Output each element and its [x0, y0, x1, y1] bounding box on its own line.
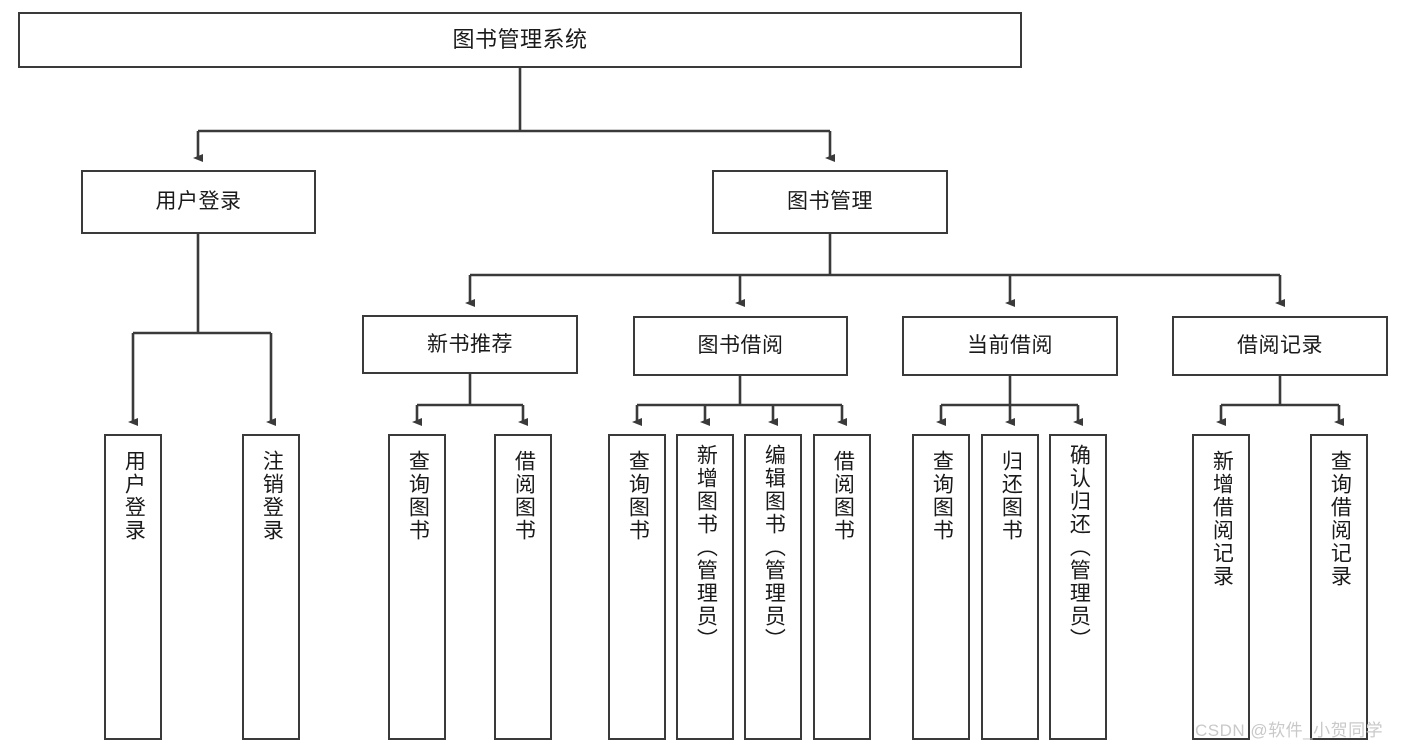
leaf-return-book-label: 归还图书 [999, 450, 1023, 542]
leaf-borrow-book[interactable]: 借阅图书 [813, 434, 871, 740]
leaf-query-book-current[interactable]: 查询图书 [912, 434, 970, 740]
leaf-edit-book-admin[interactable]: 编辑图书（管理员） [744, 434, 802, 740]
node-new-book-recommend-label: 新书推荐 [427, 332, 513, 356]
leaf-user-login[interactable]: 用户登录 [104, 434, 162, 740]
node-user-login[interactable]: 用户登录 [81, 170, 316, 234]
node-new-book-recommend[interactable]: 新书推荐 [362, 315, 578, 374]
node-book-management-label: 图书管理 [787, 190, 873, 214]
leaf-confirm-return-admin[interactable]: 确认归还（管理员） [1049, 434, 1107, 740]
leaf-logout[interactable]: 注销登录 [242, 434, 300, 740]
leaf-add-book-admin-label: 新增图书（管理员） [694, 444, 718, 651]
leaf-logout-label: 注销登录 [260, 450, 284, 542]
leaf-return-book[interactable]: 归还图书 [981, 434, 1039, 740]
node-user-login-label: 用户登录 [155, 190, 242, 214]
leaf-borrow-book-recommend-label: 借阅图书 [512, 450, 536, 542]
leaf-query-book-borrow-label: 查询图书 [626, 450, 650, 542]
leaf-query-borrow-record-label: 查询借阅记录 [1328, 450, 1352, 588]
leaf-query-book-borrow[interactable]: 查询图书 [608, 434, 666, 740]
leaf-add-book-admin[interactable]: 新增图书（管理员） [676, 434, 734, 740]
node-current-borrow-label: 当前借阅 [967, 334, 1053, 358]
leaf-user-login-label: 用户登录 [122, 450, 146, 542]
node-book-borrow[interactable]: 图书借阅 [633, 316, 848, 376]
node-book-borrow-label: 图书借阅 [697, 334, 784, 358]
leaf-query-book-recommend-label: 查询图书 [406, 450, 430, 542]
node-root-label: 图书管理系统 [452, 26, 588, 52]
leaf-query-book-recommend[interactable]: 查询图书 [388, 434, 446, 740]
node-book-management[interactable]: 图书管理 [712, 170, 948, 234]
leaf-confirm-return-admin-label: 确认归还（管理员） [1067, 444, 1091, 651]
leaf-query-book-current-label: 查询图书 [930, 450, 954, 542]
leaf-add-borrow-record[interactable]: 新增借阅记录 [1192, 434, 1250, 740]
node-borrow-record-label: 借阅记录 [1237, 334, 1323, 358]
leaf-query-borrow-record[interactable]: 查询借阅记录 [1310, 434, 1368, 740]
leaf-edit-book-admin-label: 编辑图书（管理员） [762, 444, 786, 651]
csdn-watermark: CSDN @软件_小贺同学 [1195, 721, 1384, 740]
node-current-borrow[interactable]: 当前借阅 [902, 316, 1118, 376]
node-root[interactable]: 图书管理系统 [18, 12, 1022, 68]
leaf-borrow-book-recommend[interactable]: 借阅图书 [494, 434, 552, 740]
leaf-borrow-book-label: 借阅图书 [831, 450, 855, 542]
leaf-add-borrow-record-label: 新增借阅记录 [1210, 450, 1234, 588]
node-borrow-record[interactable]: 借阅记录 [1172, 316, 1388, 376]
